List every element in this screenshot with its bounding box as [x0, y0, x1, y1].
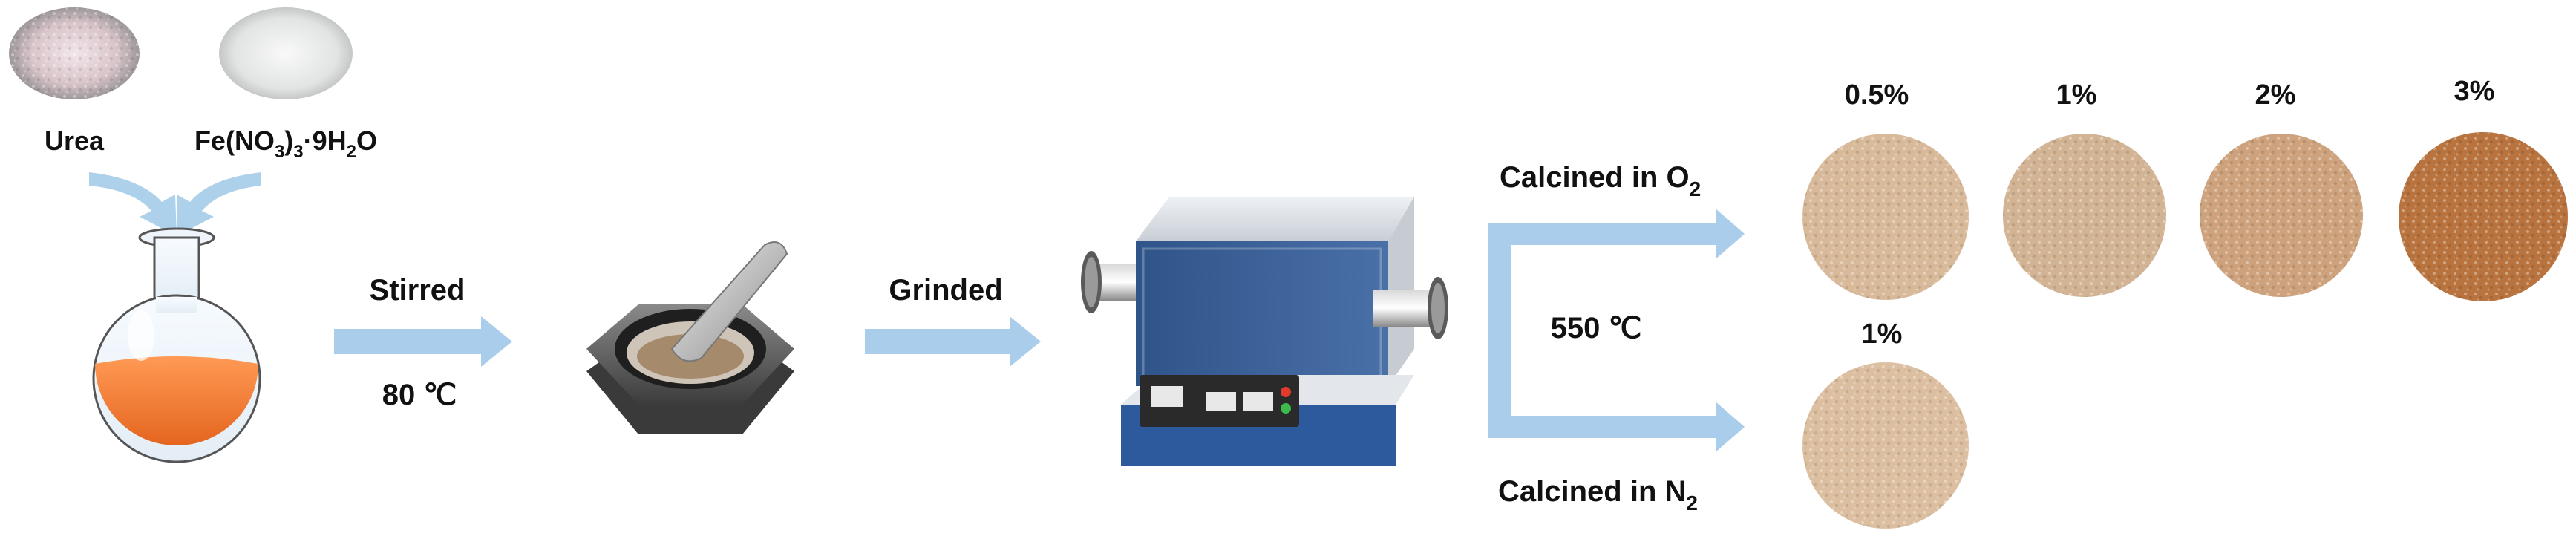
iron-nitrate-label: Fe(NO3)3·9H2O	[194, 125, 377, 162]
stir-arrow	[334, 316, 512, 367]
tube-furnace	[1081, 197, 1448, 466]
calcine-temperature: 550 ℃	[1551, 312, 1642, 344]
round-bottom-flask	[92, 227, 261, 463]
flask-liquid	[95, 356, 258, 445]
calcine-o2-label: Calcined in O2	[1500, 161, 1701, 200]
pestle	[670, 241, 788, 362]
n2-arrow	[1488, 402, 1745, 451]
sample-o2-2: 1%	[2003, 79, 2166, 297]
sample-o2-1: 0.5%	[1802, 79, 1969, 300]
urea-curved-arrow	[89, 172, 177, 236]
green-indicator-light	[1281, 403, 1291, 414]
o2-arrow	[1488, 209, 1745, 258]
sample-o2-3: 2%	[2200, 79, 2363, 297]
display-2	[1206, 392, 1236, 411]
sample-label: 1%	[1862, 318, 1903, 350]
sample-label: 1%	[2056, 79, 2097, 111]
branch-arrows	[1488, 209, 1745, 451]
display-3	[1243, 392, 1273, 411]
urea-texture	[9, 7, 140, 99]
iron-curved-arrow	[177, 172, 261, 236]
grind-arrow	[865, 316, 1041, 367]
sample-label: 2%	[2255, 79, 2296, 111]
calcine-n2-label: Calcined in N2	[1498, 475, 1698, 514]
furnace-right-tube	[1373, 290, 1436, 327]
sample-label: 0.5%	[1845, 79, 1909, 111]
urea-label: Urea	[45, 125, 105, 156]
sample-n2-1: 1%	[1802, 318, 1969, 529]
display-1	[1151, 386, 1183, 407]
iron-nitrate-photo	[219, 7, 353, 99]
sample-o2-4: 3%	[2399, 76, 2568, 301]
sample-label: 3%	[2454, 76, 2495, 107]
red-indicator-light	[1281, 387, 1291, 397]
mortar-and-pestle	[586, 241, 794, 434]
stir-temperature: 80 ℃	[382, 379, 457, 411]
grind-label: Grinded	[889, 274, 1002, 307]
stir-label: Stirred	[370, 274, 465, 307]
